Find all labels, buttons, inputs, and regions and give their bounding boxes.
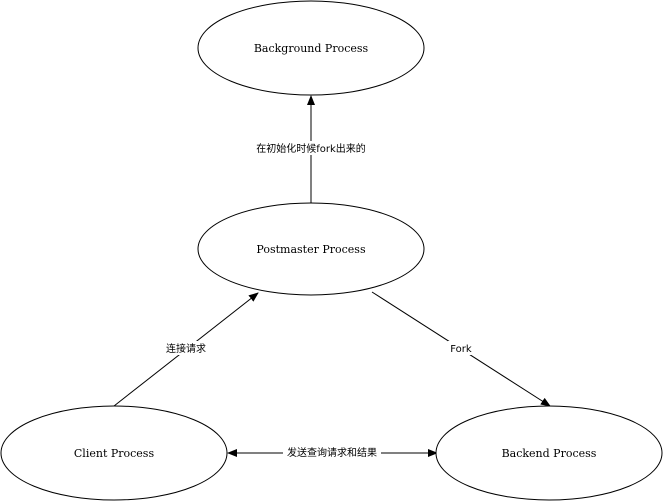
node-postmaster-process: Postmaster Process <box>197 202 425 296</box>
edge-label-query-result-text: 发送查询请求和结果 <box>287 446 377 459</box>
node-background-process: Background Process <box>197 0 425 96</box>
node-client-process-label: Client Process <box>74 447 155 460</box>
node-backend-process-label: Backend Process <box>502 447 597 460</box>
edge-label-connect-request: 连接请求 <box>163 341 209 355</box>
node-client-process: Client Process <box>0 405 228 501</box>
node-backend-process: Backend Process <box>435 405 663 501</box>
edge-label-connect-request-text: 连接请求 <box>166 342 206 355</box>
edge-label-query-result: 发送查询请求和结果 <box>283 445 381 459</box>
edge-label-fork-at-init: 在初始化时候fork出来的 <box>253 141 371 155</box>
edge-label-fork-at-init-text: 在初始化时候fork出来的 <box>256 142 366 155</box>
edge-label-fork-text: Fork <box>450 344 472 355</box>
edge-label-fork: Fork <box>448 341 474 355</box>
node-background-process-label: Background Process <box>254 42 369 55</box>
node-postmaster-process-label: Postmaster Process <box>256 243 366 256</box>
